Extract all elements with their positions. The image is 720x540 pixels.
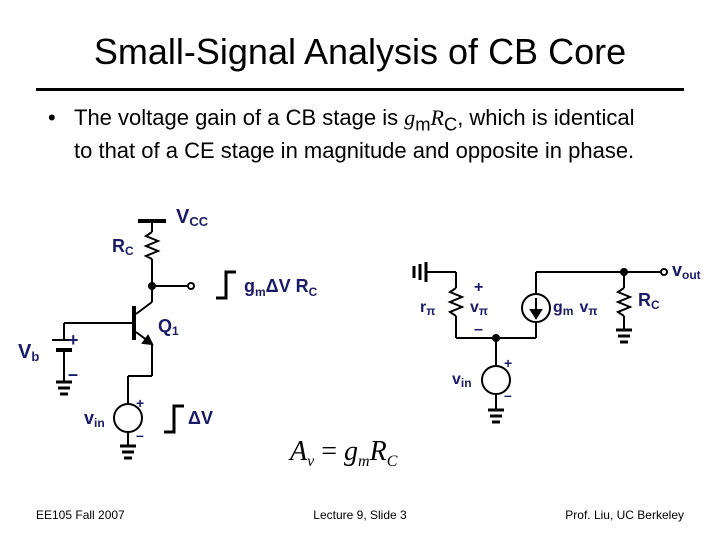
bullet-text-b: , which is identical to that of a CE sta… <box>74 105 635 164</box>
input-step-label: ΔV <box>188 408 213 428</box>
bullet-text-a: The voltage gain of a CB stage is <box>74 105 405 130</box>
vpi-label: vπ <box>470 299 488 318</box>
bullet-marker: • <box>48 105 56 130</box>
vb-plus: + <box>68 330 79 350</box>
output-step-label: gmΔV RC <box>244 276 318 299</box>
vpi-plus: + <box>474 279 483 296</box>
rc-label-right: RC <box>638 290 660 312</box>
vpi-minus: – <box>474 321 483 338</box>
slide-title: Small-Signal Analysis of CB Core <box>93 31 627 72</box>
vb-label: Vb <box>18 341 39 364</box>
vin-label-right: vin <box>452 371 472 390</box>
title-underline <box>36 88 684 91</box>
vin-minus-right: – <box>504 387 512 403</box>
gm-m: m <box>415 113 431 135</box>
vin-label-left: vin <box>84 408 105 430</box>
vcc-label: VCC <box>176 206 209 229</box>
vin-minus-left: – <box>136 427 144 443</box>
footer-slide-number: Lecture 9, Slide 3 <box>313 508 407 522</box>
right-small-signal-circuit <box>412 262 668 424</box>
gm-g: g <box>404 105 416 130</box>
gain-equation: Av = gmRC <box>288 436 398 470</box>
vb-minus: – <box>68 364 78 384</box>
left-cb-circuit <box>52 219 236 460</box>
rc-r: R <box>430 105 444 130</box>
vout-label: vout <box>672 260 701 282</box>
q1-label: Q1 <box>158 316 179 338</box>
vin-plus-left: + <box>136 395 144 411</box>
footer-course: EE105 Fall 2007 <box>36 508 125 522</box>
vin-plus-right: + <box>504 355 512 371</box>
rc-label-left: RC <box>112 236 134 258</box>
rpi-label: rπ <box>420 299 435 318</box>
footer-author: Prof. Liu, UC Berkeley <box>565 508 684 522</box>
bullet-text: The voltage gain of a CB stage is gmRC, … <box>74 104 654 164</box>
rc-c: C <box>443 113 458 135</box>
